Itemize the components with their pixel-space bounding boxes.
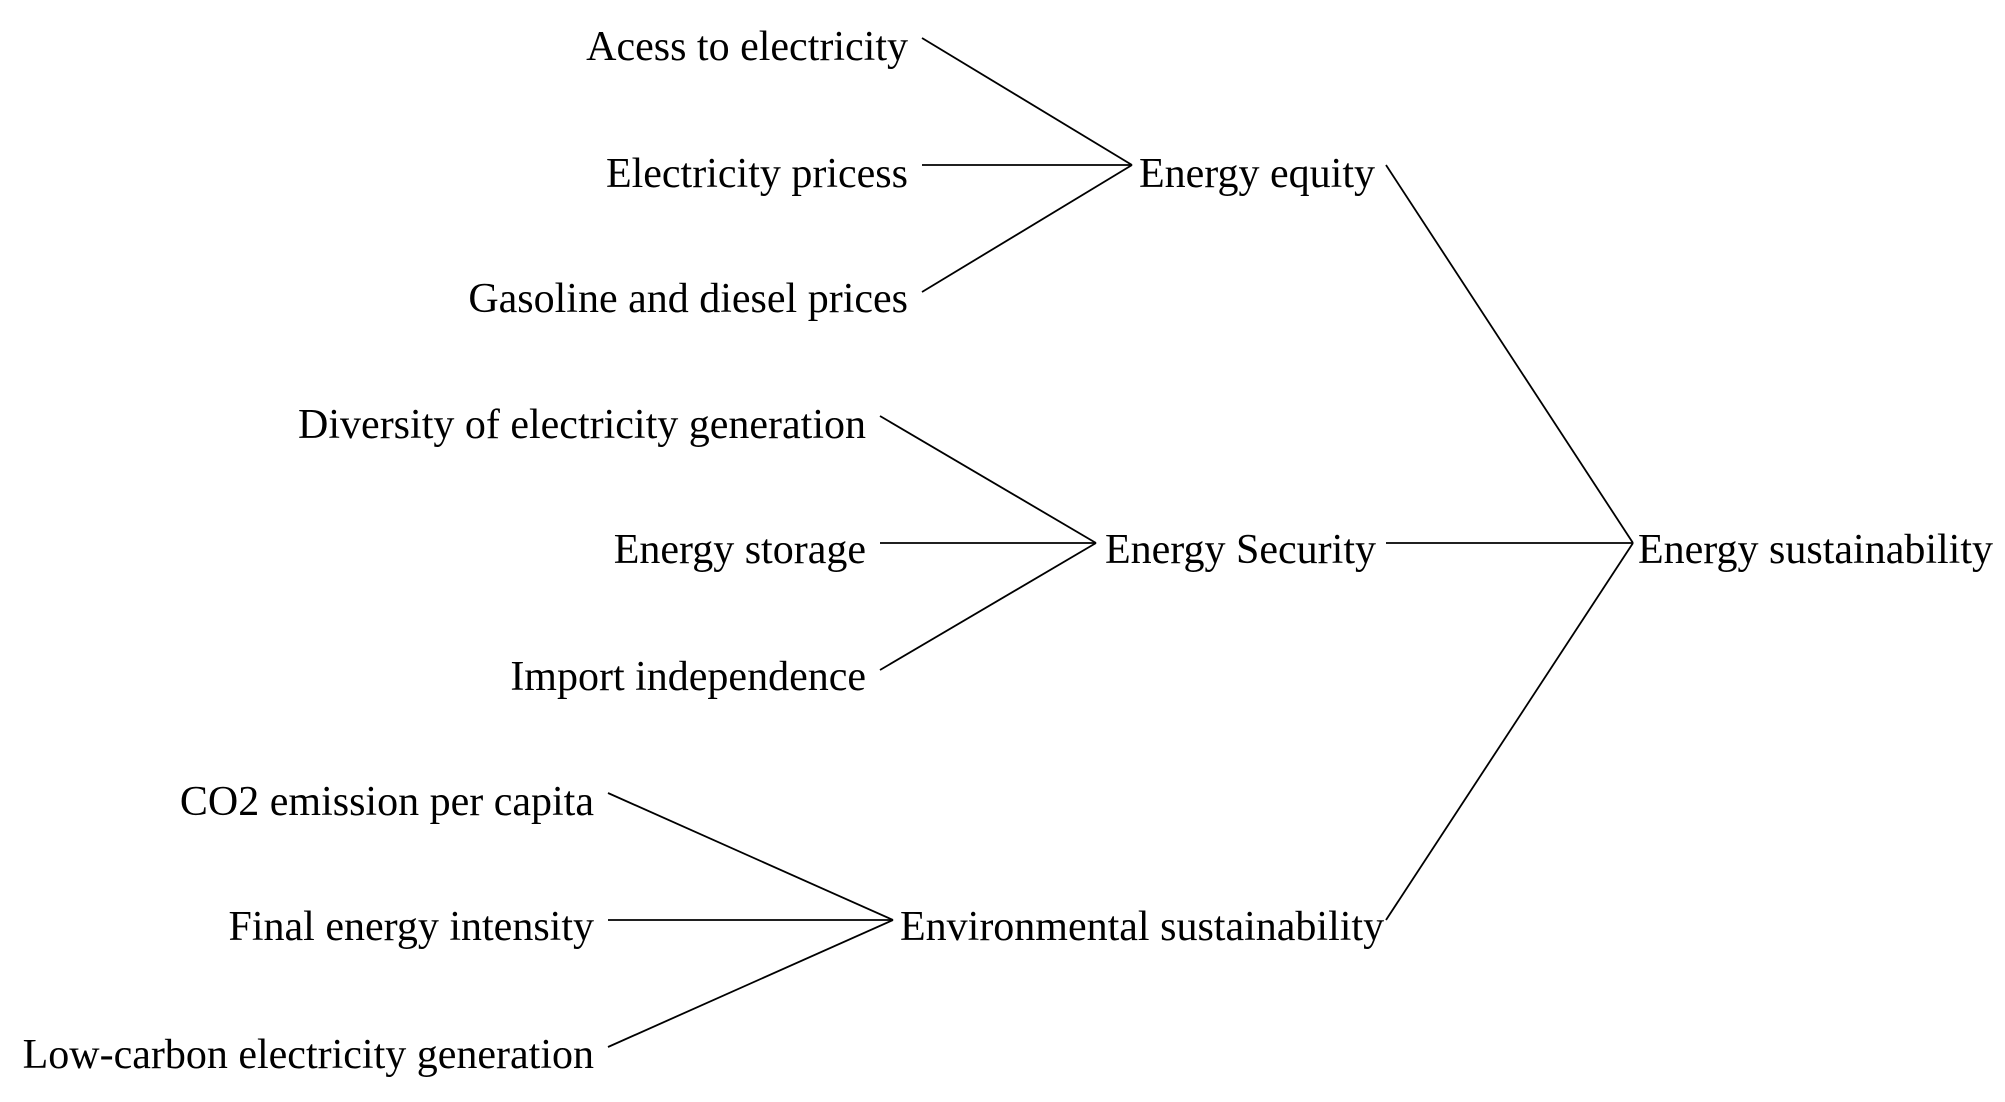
- connector-line: [1385, 542, 1634, 921]
- root-label-energy-sustainability: Energy sustainability: [1638, 527, 1993, 573]
- indicator-connectors: [607, 37, 1133, 1048]
- indicator-label: Energy storage: [614, 527, 866, 573]
- dimension-connectors: [1385, 164, 1634, 921]
- connector-line: [879, 415, 1097, 544]
- connector-line: [921, 37, 1133, 166]
- indicator-label: CO2 emission per capita: [180, 779, 594, 825]
- indicator-label: Low-carbon electricity generation: [23, 1032, 594, 1078]
- connector-line: [1385, 164, 1634, 544]
- indicator-label: Diversity of electricity generation: [298, 402, 866, 448]
- connector-line: [607, 792, 894, 921]
- indicator-label: Electricity pricess: [606, 151, 908, 197]
- connector-line: [607, 919, 894, 1048]
- indicator-label: Final energy intensity: [228, 904, 594, 950]
- connector-line: [879, 542, 1097, 671]
- dimension-label-energy-equity: Energy equity: [1139, 151, 1375, 197]
- indicator-label: Import independence: [510, 654, 866, 700]
- indicator-labels: Acess to electricity Electricity pricess…: [23, 24, 908, 1078]
- indicator-label: Gasoline and diesel prices: [468, 276, 908, 322]
- indicator-label: Acess to electricity: [586, 24, 908, 70]
- dimension-labels: Energy equity Energy Security Environmen…: [900, 151, 1384, 950]
- connector-line: [921, 164, 1133, 293]
- dimension-label-energy-security: Energy Security: [1105, 527, 1376, 573]
- dimension-label-environmental-sustainability: Environmental sustainability: [900, 904, 1384, 950]
